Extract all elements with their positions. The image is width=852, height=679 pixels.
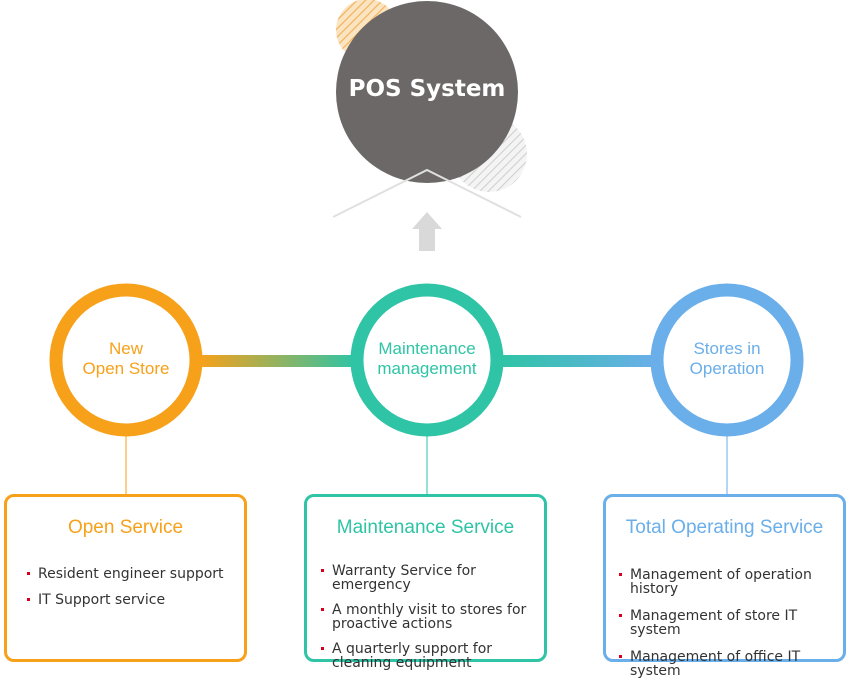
bullet-icon bbox=[27, 598, 30, 601]
bullet-icon bbox=[321, 569, 324, 572]
list-item: Management of office IT system bbox=[619, 650, 843, 678]
list-item: Management of operation history bbox=[619, 568, 843, 596]
pos-system-title: POS System bbox=[348, 76, 506, 102]
node-label-maintenance-management: Maintenance management bbox=[377, 339, 477, 378]
card-list-open-service: Resident engineer support IT Support ser… bbox=[27, 567, 238, 607]
roof-outline bbox=[332, 168, 522, 218]
card-list-total-operating-service: Management of operation history Manageme… bbox=[619, 568, 843, 678]
card-maintenance-service: Maintenance Service Warranty Service for… bbox=[304, 494, 547, 670]
list-item: A monthly visit to stores for proactive … bbox=[321, 603, 538, 631]
bullet-icon bbox=[619, 573, 622, 576]
card-open-service: Open Service Resident engineer support I… bbox=[4, 494, 247, 662]
list-item: Resident engineer support bbox=[27, 567, 238, 581]
node-label-new-open-store: New Open Store bbox=[82, 339, 170, 378]
ring-maintenance-management bbox=[350, 283, 504, 437]
bullet-icon bbox=[27, 572, 30, 575]
node-label-stores-in-operation: Stores in Operation bbox=[689, 339, 765, 378]
bullet-icon bbox=[321, 647, 324, 650]
ring-stores-in-operation bbox=[650, 283, 804, 437]
ring-new-open-store bbox=[49, 283, 203, 437]
card-title-total-operating-service: Total Operating Service bbox=[625, 517, 824, 538]
list-item: Warranty Service for emergency bbox=[321, 564, 538, 592]
connector-orange-teal bbox=[200, 355, 355, 367]
card-total-operating-service: Total Operating Service Management of op… bbox=[603, 494, 846, 678]
list-item: Management of store IT system bbox=[619, 609, 843, 637]
pos-system-circle bbox=[336, 1, 518, 183]
card-title-maintenance-service: Maintenance Service bbox=[336, 517, 515, 538]
connector-teal-blue bbox=[500, 355, 656, 367]
list-item: IT Support service bbox=[27, 593, 238, 607]
up-arrow-icon bbox=[412, 212, 442, 251]
card-title-open-service: Open Service bbox=[67, 517, 184, 538]
bullet-icon bbox=[619, 614, 622, 617]
bullet-icon bbox=[321, 608, 324, 611]
card-list-maintenance-service: Warranty Service for emergency A monthly… bbox=[321, 564, 538, 670]
bullet-icon bbox=[619, 655, 622, 658]
